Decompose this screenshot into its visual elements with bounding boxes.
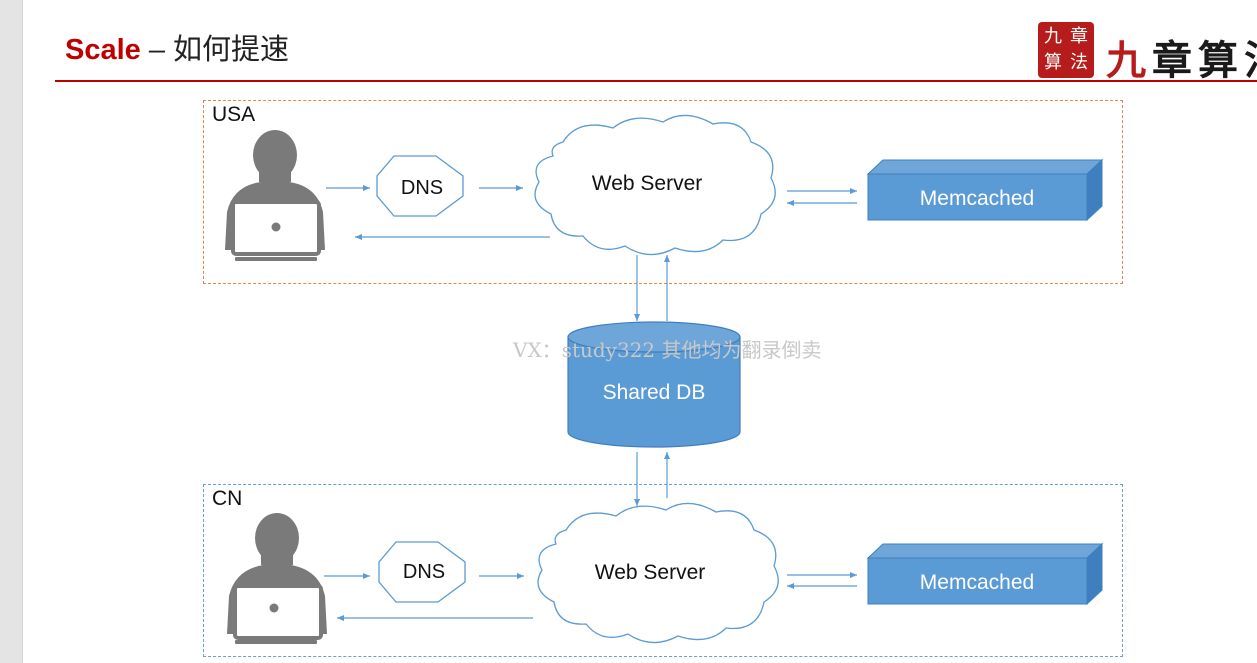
- cn-dns-node: DNS: [378, 541, 466, 603]
- logo-seal: 九 章 算 法: [1038, 22, 1094, 78]
- cn-memcached-label: Memcached: [920, 571, 1034, 594]
- region-label-cn: CN: [212, 487, 243, 510]
- seal-char: 九: [1044, 26, 1062, 47]
- usa-web-server-label: Web Server: [592, 172, 703, 195]
- region-cn: CN: [203, 484, 1123, 657]
- region-label-usa: USA: [212, 103, 256, 126]
- seal-char: 算: [1044, 52, 1062, 73]
- usa-memcached-label: Memcached: [920, 187, 1034, 210]
- title-rule: [55, 80, 1257, 82]
- user-icon: [225, 130, 325, 261]
- shared-db-label: Shared DB: [603, 381, 706, 404]
- usa-dns-label: DNS: [401, 177, 443, 199]
- user-icon: [227, 513, 327, 644]
- shared-db-node: Shared DB: [567, 321, 741, 448]
- architecture-diagram: DNS Web Server Memcached Shared DB: [225, 114, 1104, 644]
- region-usa: USA: [203, 100, 1123, 284]
- watermark: VX：study322 其他均为翻录倒卖: [513, 338, 822, 362]
- usa-web-server-cloud: Web Server: [534, 114, 776, 256]
- left-margin-strip: [0, 0, 23, 663]
- cn-dns-label: DNS: [403, 561, 445, 583]
- cn-memcached-node: Memcached: [866, 542, 1104, 606]
- seal-char: 章: [1070, 26, 1088, 47]
- title-rest: – 如何提速: [140, 34, 290, 66]
- usa-dns-node: DNS: [376, 155, 464, 217]
- usa-memcached-node: Memcached: [866, 158, 1104, 222]
- seal-char: 法: [1070, 52, 1088, 73]
- title-brand: Scale: [65, 34, 141, 66]
- cn-web-server-cloud: Web Server: [537, 502, 779, 644]
- cn-web-server-label: Web Server: [595, 561, 706, 584]
- slide-title: Scale – 如何提速: [65, 30, 289, 70]
